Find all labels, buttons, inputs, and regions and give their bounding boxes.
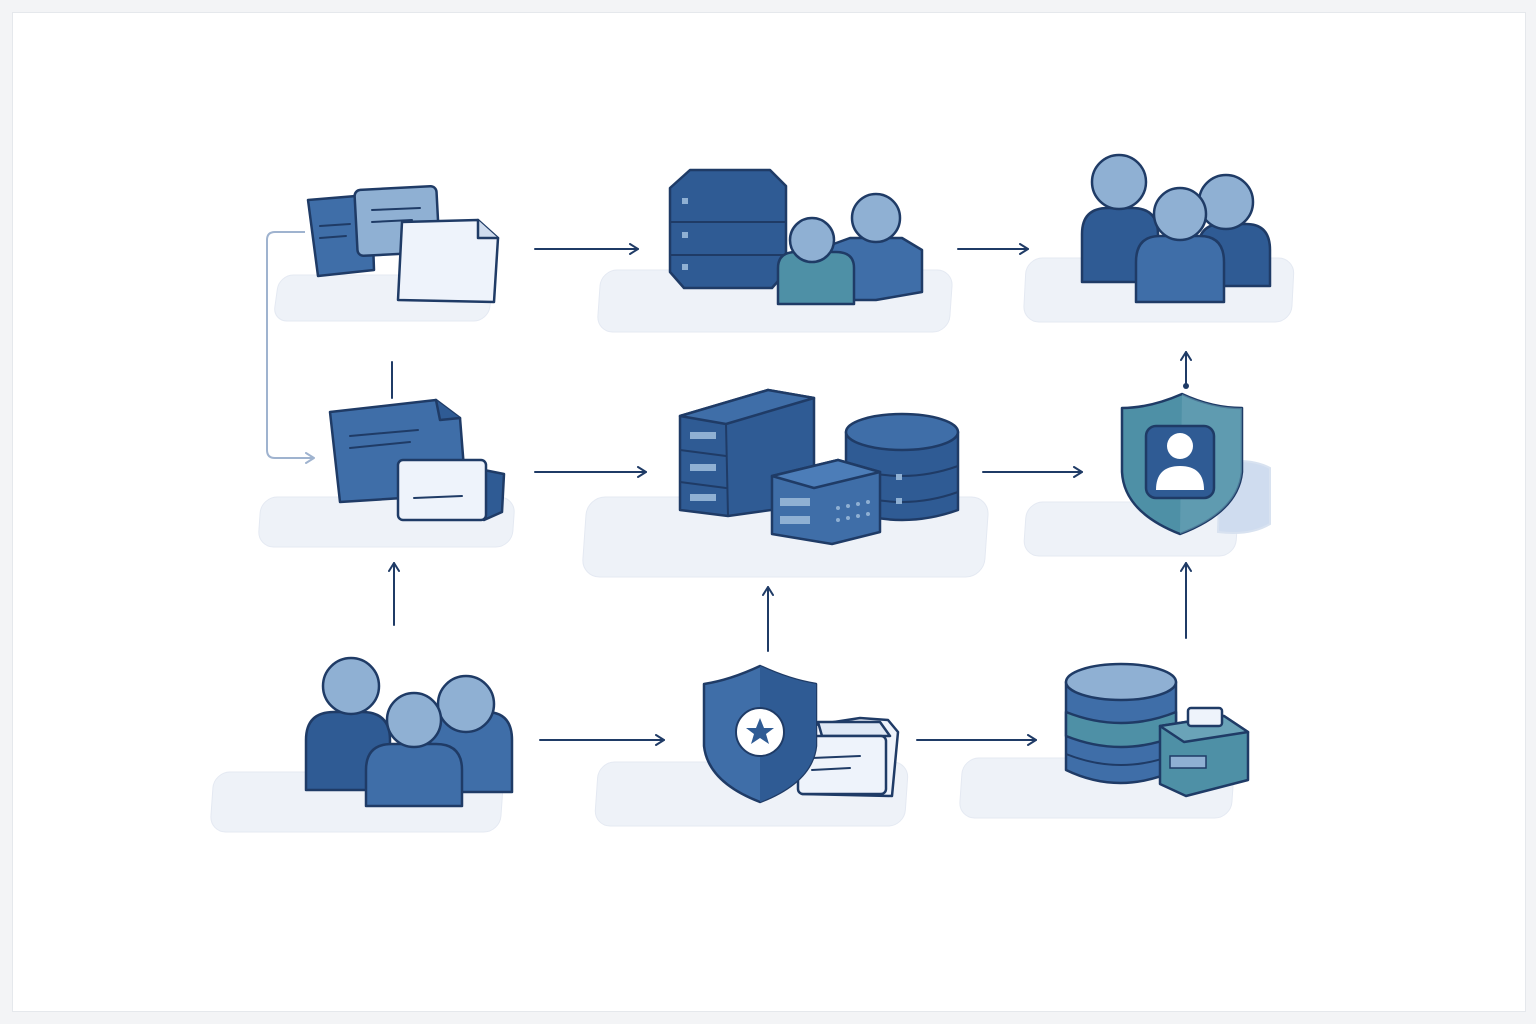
node-user-group-top bbox=[1023, 153, 1295, 323]
node-database-storage bbox=[959, 662, 1250, 819]
node-security-documents bbox=[594, 664, 909, 827]
node-data-center bbox=[582, 388, 989, 578]
user-shield-icon bbox=[1120, 392, 1271, 536]
documents-icon bbox=[306, 184, 500, 304]
document-folder-icon bbox=[328, 398, 506, 522]
server-users-icon bbox=[668, 168, 924, 306]
node-documents-top bbox=[274, 184, 500, 322]
node-user-protection bbox=[1023, 392, 1271, 557]
user-group-icon bbox=[304, 656, 514, 808]
connector-dot bbox=[1183, 383, 1189, 389]
data-storage-icon bbox=[678, 388, 960, 546]
connectors bbox=[266, 231, 1192, 746]
node-documents-middle bbox=[258, 398, 515, 548]
node-server-with-users bbox=[597, 168, 953, 333]
database-toolbox-icon bbox=[1064, 662, 1250, 798]
node-user-group-bottom bbox=[210, 656, 514, 833]
connector-documents-top-to-middle bbox=[266, 231, 315, 464]
shield-document-icon bbox=[702, 664, 900, 804]
user-group-icon bbox=[1080, 153, 1272, 304]
